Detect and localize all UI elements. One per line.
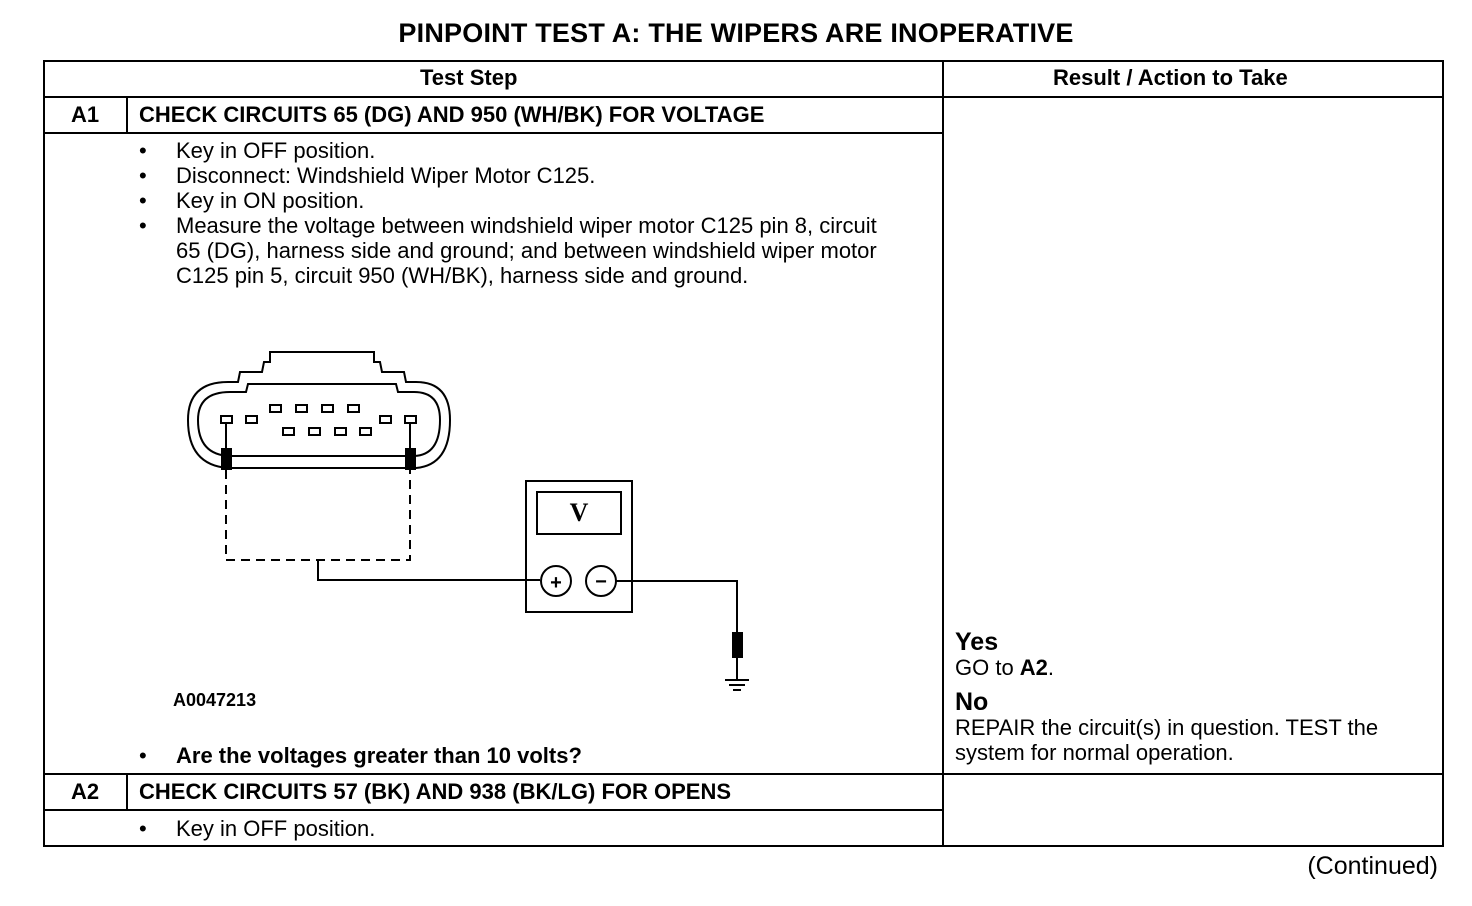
a2-title-divider bbox=[43, 809, 943, 811]
header-result-action: Result / Action to Take bbox=[1053, 65, 1288, 90]
ground-probe bbox=[732, 632, 743, 658]
column-divider bbox=[942, 60, 944, 847]
figure-id: A0047213 bbox=[173, 690, 257, 710]
yes-action: GO to A2. bbox=[955, 655, 1055, 680]
list-item: •Disconnect: Windshield Wiper Motor C125… bbox=[139, 163, 596, 188]
list-item: •Key in OFF position. bbox=[139, 138, 376, 163]
meter-plus-symbol: + bbox=[550, 572, 562, 594]
meter-minus-symbol: − bbox=[595, 571, 607, 593]
list-item: •Key in OFF position. bbox=[139, 816, 376, 841]
continued-note: (Continued) bbox=[1307, 852, 1438, 880]
a1-id-divider bbox=[126, 96, 128, 133]
pinpoint-test-table bbox=[43, 60, 1444, 847]
voltmeter-body bbox=[525, 480, 633, 613]
voltmeter-display bbox=[536, 491, 622, 535]
a1-title-divider bbox=[43, 132, 943, 134]
step-a1-instructions: •Key in OFF position. •Disconnect: Winds… bbox=[139, 138, 899, 288]
list-item: •Measure the voltage between windshield … bbox=[139, 213, 877, 288]
a2-top-divider bbox=[43, 773, 1444, 775]
header-divider bbox=[43, 96, 1444, 98]
meter-label: V bbox=[570, 498, 589, 527]
connector-voltmeter-diagram: V + − bbox=[186, 351, 749, 691]
header-test-step: Test Step bbox=[420, 65, 518, 90]
page-title: PINPOINT TEST A: THE WIPERS ARE INOPERAT… bbox=[398, 18, 1074, 48]
probe-clip-left bbox=[221, 448, 232, 470]
step-a1-result: Yes GO to A2. No REPAIR the circuit(s) i… bbox=[955, 628, 1425, 766]
yes-label: Yes bbox=[955, 628, 999, 656]
connector-outer-shell bbox=[186, 351, 452, 469]
no-label: No bbox=[955, 688, 989, 716]
step-title-a2: CHECK CIRCUITS 57 (BK) AND 938 (BK/LG) F… bbox=[139, 779, 732, 804]
voltmeter-plus-terminal bbox=[540, 565, 572, 597]
link-a2: A2 bbox=[1019, 655, 1048, 680]
a2-id-divider bbox=[126, 773, 128, 810]
step-id-a1: A1 bbox=[70, 102, 100, 127]
list-item: •Key in ON position. bbox=[139, 188, 365, 213]
no-action: REPAIR the circuit(s) in question. TEST … bbox=[955, 715, 1379, 765]
connector-inner-outline bbox=[196, 383, 442, 457]
probe-clip-right bbox=[405, 448, 416, 470]
step-title-a1: CHECK CIRCUITS 65 (DG) AND 950 (WH/BK) F… bbox=[139, 102, 765, 127]
step-id-a2: A2 bbox=[70, 779, 100, 804]
step-a1-question: •Are the voltages greater than 10 volts? bbox=[139, 743, 582, 768]
step-a2-instructions: •Key in OFF position. bbox=[139, 816, 899, 841]
